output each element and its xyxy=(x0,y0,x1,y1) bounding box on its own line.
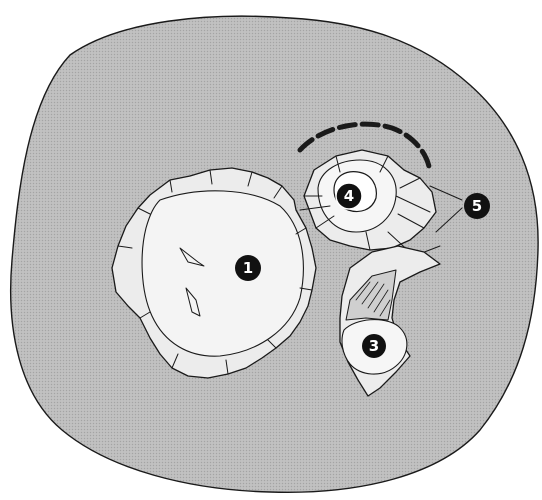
callout-5: 5 xyxy=(464,193,490,219)
callout-5-label: 5 xyxy=(472,197,482,215)
callout-4: 4 xyxy=(336,183,362,209)
callout-3: 3 xyxy=(362,334,386,358)
callout-4-label: 4 xyxy=(344,187,354,205)
callout-1-label: 1 xyxy=(243,259,253,277)
callout-1: 1 xyxy=(235,255,261,281)
callout-3-label: 3 xyxy=(369,337,379,355)
